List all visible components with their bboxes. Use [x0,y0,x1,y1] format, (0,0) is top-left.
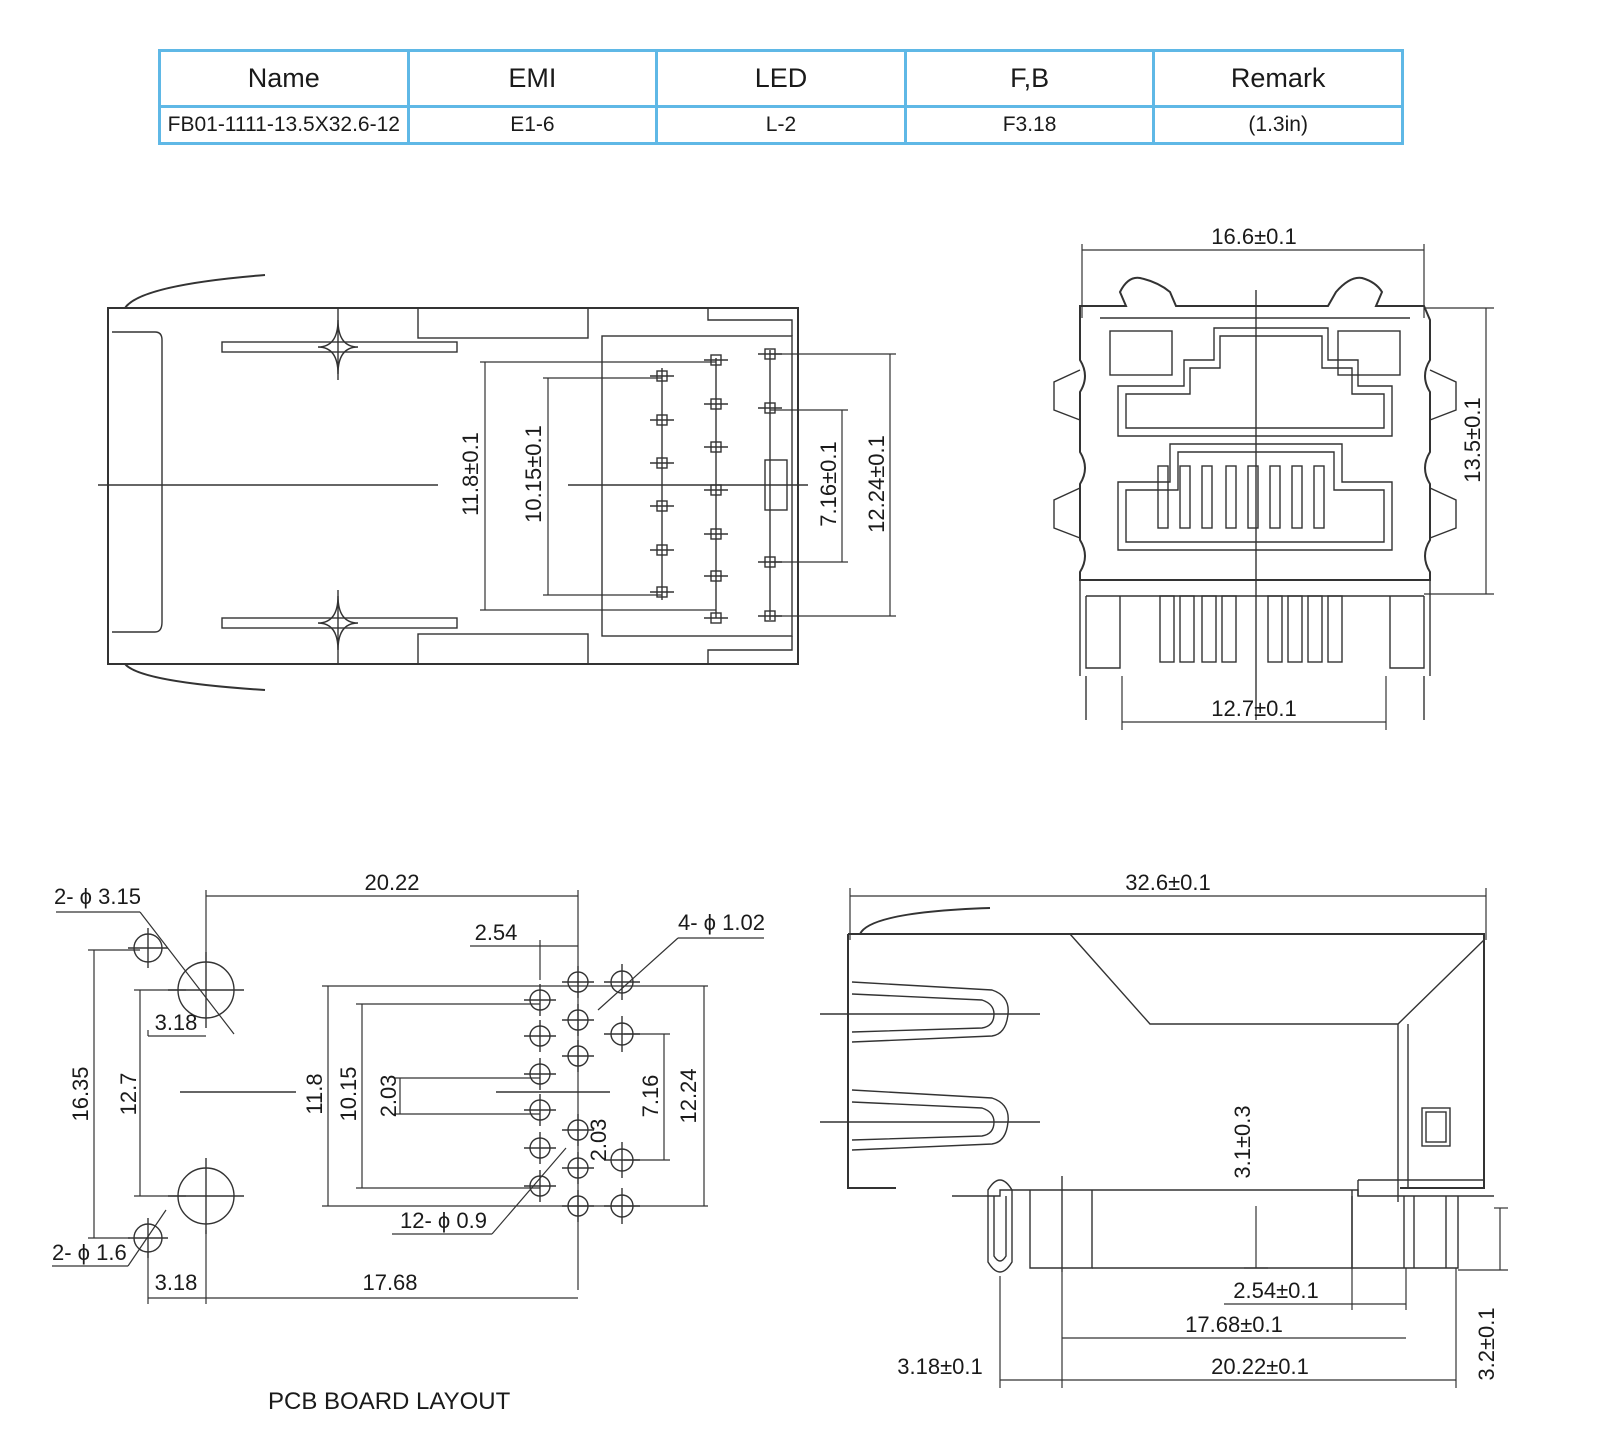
side-dim-2-54: 2.54±0.1 [1233,1278,1318,1303]
contact-blade [1291,465,1303,529]
pcb-dim-2-03-left: 2.03 [376,1075,401,1118]
pcb-holes [524,964,640,1224]
header-led: LED [655,49,907,108]
side-dim-17-68: 17.68±0.1 [1185,1312,1283,1337]
spec-table: Name EMI LED F,B Remark FB01-1111-13.5X3… [158,49,1404,145]
dim-13-5: 13.5±0.1 [1460,397,1485,482]
pcb-dim-16-35: 16.35 [68,1066,93,1121]
pcb-dim-3-18-upper: 3.18 [155,1010,198,1035]
pcb-dim-17-68: 17.68 [362,1270,417,1295]
header-emi: EMI [406,49,659,108]
side-dim-32-6: 32.6±0.1 [1125,870,1210,895]
pcb-caption: PCB BOARD LAYOUT [268,1388,511,1415]
cell-emi: E1-6 [406,105,659,145]
contact-leg [1221,595,1237,663]
pcb-dim-20-22: 20.22 [364,870,419,895]
side-dim-3-18: 3.18±0.1 [897,1354,982,1379]
contact-leg [1307,595,1323,663]
contact-blade [1201,465,1213,529]
side-view [820,907,1494,1273]
pcb-dim-3-18-lower: 3.18 [155,1270,198,1295]
front-view-dims: 16.6±0.1 13.5±0.1 12.7±0.1 [1081,224,1494,730]
header-fb: F,B [903,49,1156,108]
label-mount-holes: 2- ϕ 3.15 [54,884,141,909]
pcb-dim-12-24: 12.24 [676,1068,701,1123]
contact-blade [1247,465,1259,529]
side-dim-3-2: 3.2±0.1 [1474,1307,1499,1380]
spec-table-row: FB01-1111-13.5X32.6-12 E1-6 L-2 F3.18 (1… [158,105,1404,145]
dim-7-16: 7.16±0.1 [816,441,841,526]
side-view-dims: 32.6±0.1 3.1±0.3 2.54±0.1 17.68±0.1 3.18… [849,870,1508,1388]
side-dim-20-22: 20.22±0.1 [1211,1354,1309,1379]
cell-name: FB01-1111-13.5X32.6-12 [158,105,410,145]
side-dim-3-1: 3.1±0.3 [1230,1105,1255,1178]
pcb-dim-2-54: 2.54 [475,920,518,945]
dim-12-24: 12.24±0.1 [864,435,889,533]
contact-leg [1159,595,1175,663]
dim-10-15: 10.15±0.1 [521,425,546,523]
pcb-dims: 2- ϕ 3.15 4- ϕ 1.02 12- ϕ 0.9 2- ϕ 1.6 2… [52,870,765,1304]
dim-12-7: 12.7±0.1 [1211,696,1296,721]
contact-blade [1269,465,1281,529]
contact-blade [1179,465,1191,529]
pcb-dim-11-8: 11.8 [302,1073,327,1114]
pcb-layout [128,928,610,1258]
label-signal-holes: 12- ϕ 0.9 [400,1208,487,1233]
label-shield-holes: 2- ϕ 1.6 [52,1240,127,1265]
front-view [1053,276,1457,720]
header-remark: Remark [1152,49,1404,108]
contact-blade [1313,465,1325,529]
dim-11-8: 11.8±0.1 [458,432,483,516]
spec-table-header: Name EMI LED F,B Remark [158,49,1404,108]
front-view-fins [1157,465,1343,663]
top-view [98,274,808,691]
top-view-dims: 11.8±0.1 10.15±0.1 7.16±0.1 12.24±0.1 [458,353,896,617]
dim-16-6: 16.6±0.1 [1211,224,1296,249]
cell-led: L-2 [655,105,907,145]
pcb-dim-2-03-right: 2.03 [586,1119,611,1162]
contact-leg [1267,595,1283,663]
contact-blade [1225,465,1237,529]
contact-leg [1201,595,1217,663]
cell-remark: (1.3in) [1152,105,1404,145]
label-led-holes: 4- ϕ 1.02 [678,910,765,935]
contact-blade [1157,465,1169,529]
pcb-dim-12-7: 12.7 [116,1073,141,1116]
cell-fb: F3.18 [903,105,1156,145]
contact-leg [1287,595,1303,663]
top-view-pins [650,348,782,624]
contact-leg [1179,595,1195,663]
contact-leg [1327,595,1343,663]
header-name: Name [158,49,410,108]
pcb-dim-10-15: 10.15 [336,1066,361,1121]
pcb-dim-7-16: 7.16 [638,1075,663,1118]
